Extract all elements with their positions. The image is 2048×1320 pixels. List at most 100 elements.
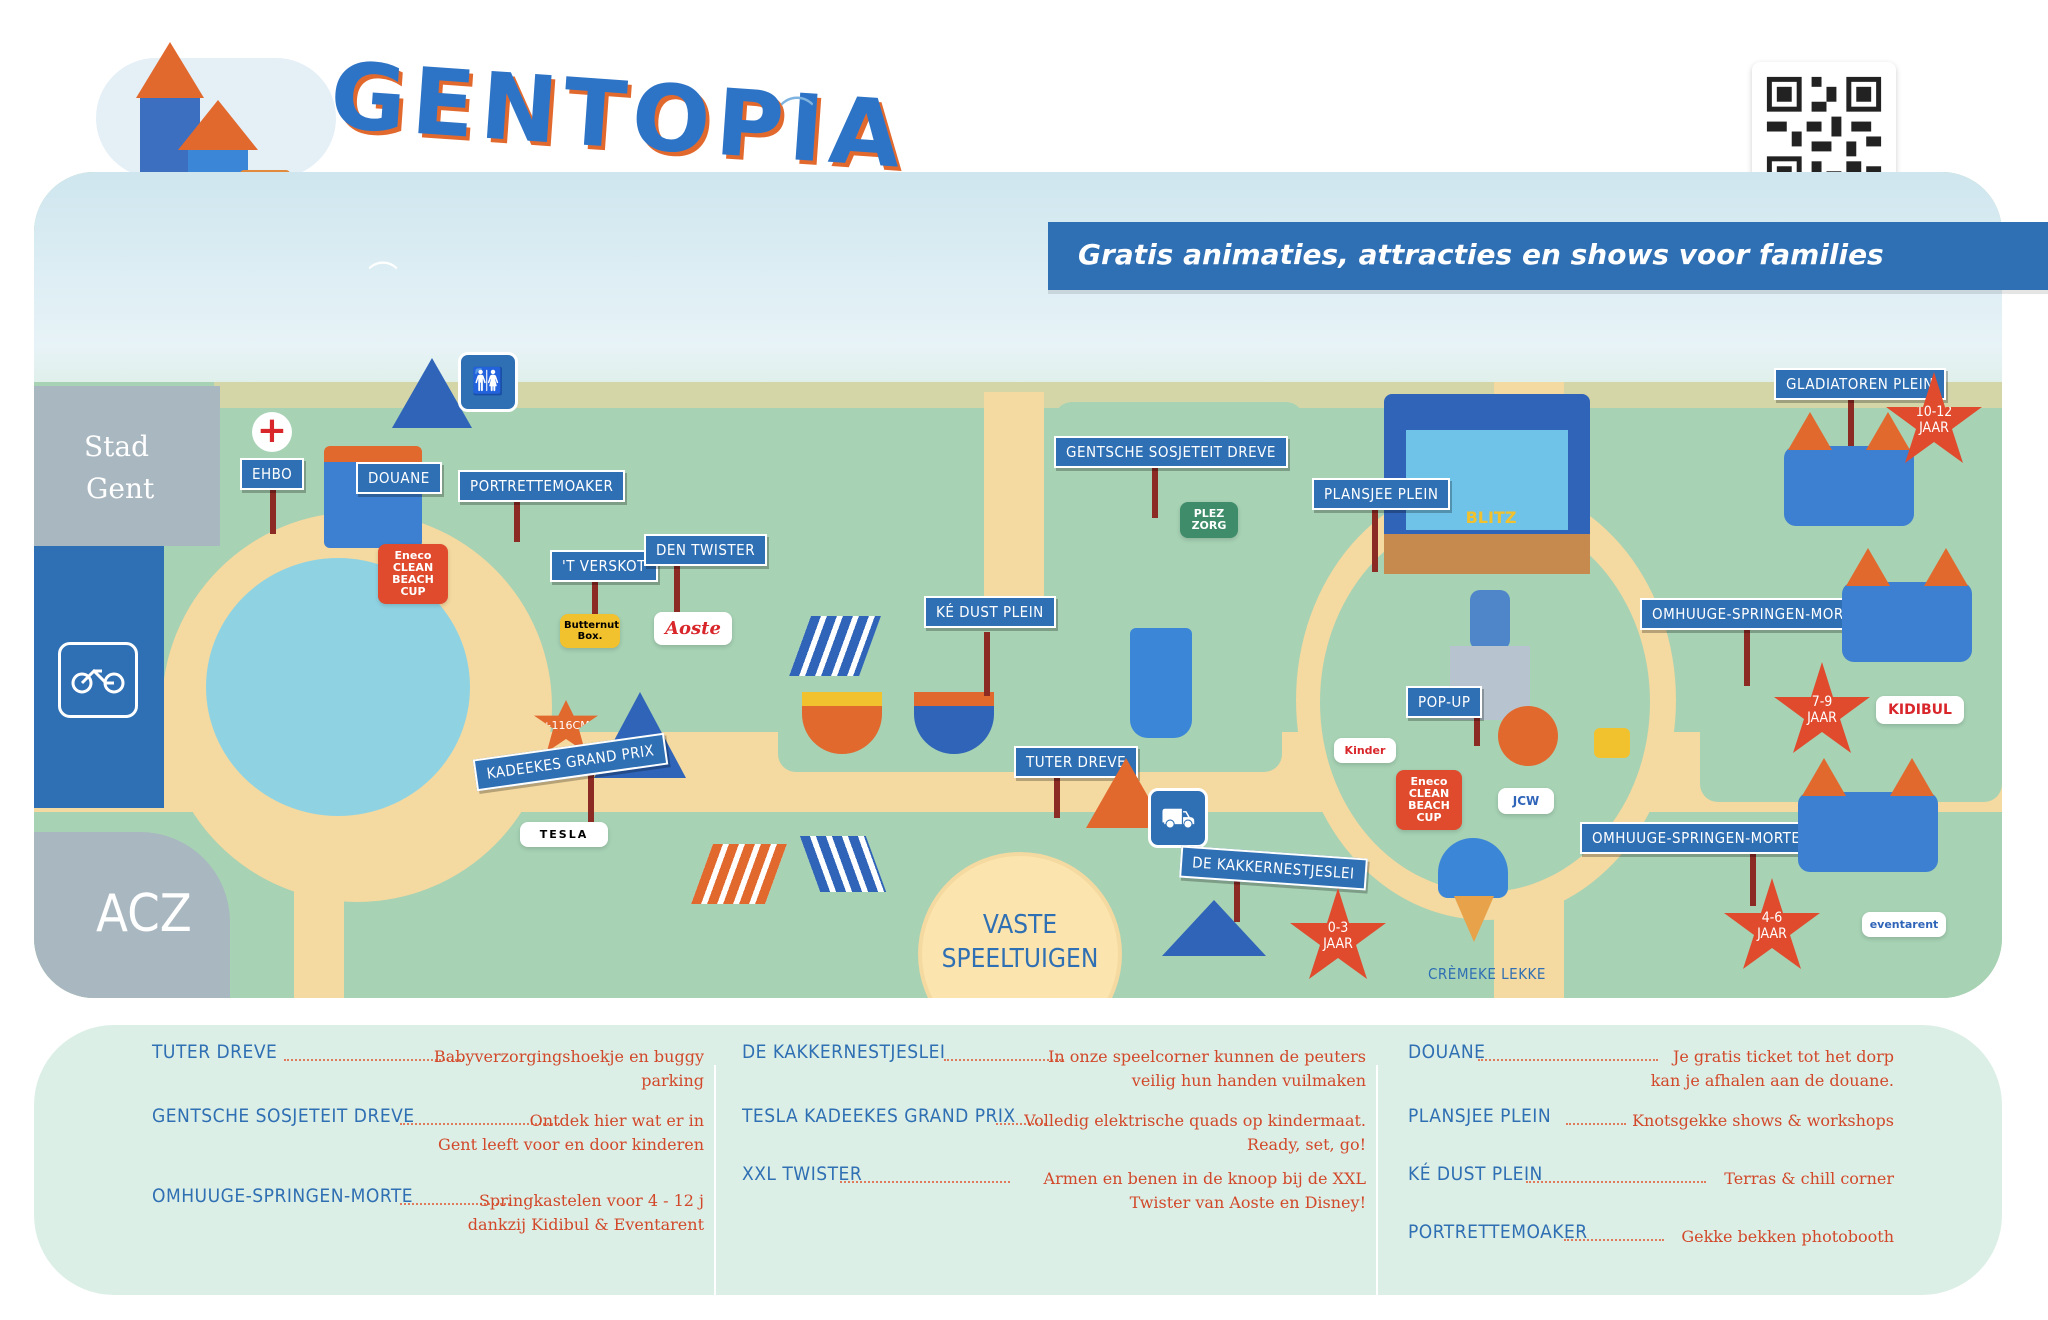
legend-desc: In onze speelcorner kunnen de peuters ve… (994, 1045, 1366, 1093)
legend-desc-line: Armen en benen in de knoop bij de XXL (1043, 1169, 1366, 1188)
age-unit: JAAR (1757, 926, 1787, 942)
legend-desc: Knotsgekke shows & workshops (1614, 1109, 1894, 1133)
sign-ehbo[interactable]: EHBO (240, 458, 305, 490)
age-unit: JAAR (1807, 710, 1837, 726)
eneco-clean-beach-cup-logo: Eneco CLEAN BEACH CUP (1396, 770, 1462, 830)
sign-omhuuge-2[interactable]: OMHUUGE-SPRINGEN-MORTE (1580, 822, 1813, 854)
butternut-box-logo: Butternut Box. (560, 614, 620, 648)
sign-post (1744, 626, 1750, 686)
age-range: 0-3 (1327, 920, 1349, 936)
zorg-label: ZORG (1191, 519, 1227, 532)
legend-desc: Ontdek hier wat er in Gent leeft voor en… (414, 1109, 704, 1157)
seagull-icon: ︵ (368, 240, 398, 275)
sign-ke-dust[interactable]: KÉ DUST PLEIN (924, 596, 1056, 628)
sign-post (1750, 846, 1756, 906)
vaste-speeltuigen-area[interactable]: VASTE SPEELTUIGEN (918, 852, 1122, 998)
legend-title: TUTER DREVE (152, 1041, 278, 1063)
tesla-logo: TESLA (520, 822, 608, 847)
sign-post (1848, 394, 1854, 454)
mascot-icon (1498, 706, 1558, 766)
age-range: 4-6 (1761, 910, 1783, 926)
screen-icon (1594, 728, 1630, 758)
legend-desc: Springkastelen voor 4 - 12 j dankzij Kid… (414, 1189, 704, 1237)
eneco-label: Eneco (1410, 775, 1448, 788)
sign-gentsche[interactable]: GENTSCHE SOSJETEIT DREVE (1054, 436, 1288, 468)
stad-gent-tab[interactable]: Stad Gent (34, 386, 220, 546)
legend-leader (400, 1203, 510, 1205)
acz-tab[interactable]: ACZ (34, 832, 230, 998)
toilets-icon[interactable]: 🚻 (458, 352, 518, 412)
box-label: Box. (577, 631, 603, 642)
legend-title: KÉ DUST PLEIN (1408, 1163, 1543, 1185)
legend-title: OMHUUGE-SPRINGEN-MORTE (152, 1185, 414, 1207)
sign-verskot[interactable]: 'T VERSKOT (550, 550, 658, 582)
legend-desc-line: Volledig elektrische quads op kindermaat… (1024, 1111, 1366, 1130)
legend-desc-line: Je gratis ticket tot het dorp (1672, 1047, 1894, 1066)
sky-backdrop (34, 172, 2002, 422)
age-range: 7-9 (1811, 694, 1833, 710)
tagline-text: Gratis animaties, attracties en shows vo… (1078, 238, 1884, 271)
stroller-icon[interactable]: ⛟ (1148, 788, 1208, 848)
bike-tab[interactable] (34, 546, 164, 808)
cup-label: CUP (400, 585, 426, 598)
logo-title: GENTOPIA (326, 41, 911, 190)
legend-desc-line: Gekke bekken photobooth (1681, 1227, 1894, 1246)
sign-douane[interactable]: DOUANE (356, 462, 442, 494)
vaste-label-2: SPEELTUIGEN (941, 944, 1099, 974)
legend-desc-line: Twister van Aoste en Disney! (1129, 1193, 1366, 1212)
sign-post (1152, 462, 1158, 518)
sign-post (1474, 702, 1480, 746)
bicycle-icon (58, 642, 138, 718)
seagull-icon: ︵ (780, 72, 814, 112)
sign-post (984, 632, 990, 696)
sign-plansjee[interactable]: PLANSJEE PLEIN (1312, 478, 1451, 510)
sign-omhuuge-1[interactable]: OMHUUGE-SPRINGEN-MORTE (1640, 598, 1873, 630)
sign-post (592, 576, 598, 616)
legend-panel: TUTER DREVE Babyverzorgingshoekje en bug… (34, 1025, 2002, 1295)
sign-portrettemoaker[interactable]: PORTRETTEMOAKER (458, 470, 626, 502)
kinder-logo: Kinder (1334, 738, 1396, 763)
kakkernest-tent-icon (1162, 900, 1266, 956)
plez-label: PLEZ (1193, 507, 1225, 520)
legend-leader (996, 1123, 1046, 1125)
legend-desc: Volledig elektrische quads op kindermaat… (994, 1109, 1366, 1157)
sign-cremeke[interactable]: CRÈMEKE LEKKE (1428, 965, 1546, 983)
sign-post (270, 472, 276, 534)
legend-title: DE KAKKERNESTJESLEI (742, 1041, 946, 1063)
nachos-bowl-icon (802, 692, 882, 754)
sign-gladiatoren[interactable]: GLADIATOREN PLEIN (1774, 368, 1946, 400)
legend-desc: Gekke bekken photobooth (1614, 1225, 1894, 1249)
legend-desc-line: veilig hun handen vuilmaken (1131, 1071, 1366, 1090)
sign-pop-up[interactable]: POP-UP (1406, 686, 1483, 718)
legend-desc-line: Springkastelen voor 4 - 12 j (478, 1191, 704, 1210)
beach-label: BEACH (1408, 799, 1450, 812)
butternut-label: Butternut (564, 620, 620, 631)
legend-leader (1478, 1059, 1658, 1061)
legend-desc-line: dankzij Kidibul & Eventarent (467, 1215, 704, 1234)
legend-title: XXL TWISTER (742, 1163, 863, 1185)
legend-desc-line: Babyverzorgingshoekje en buggy (433, 1047, 704, 1066)
legend-leader (1526, 1181, 1706, 1183)
legend-title: GENTSCHE SOSJETEIT DREVE (152, 1105, 415, 1127)
sign-den-twister[interactable]: DEN TWISTER (644, 534, 768, 566)
legend-desc-line: Ready, set, go! (1247, 1135, 1366, 1154)
legend-desc-line: kan je afhalen aan de douane. (1650, 1071, 1894, 1090)
legend-desc-line: In onze speelcorner kunnen de peuters (1048, 1047, 1366, 1066)
legend-desc: Je gratis ticket tot het dorp kan je afh… (1614, 1045, 1894, 1093)
legend-title: PORTRETTEMOAKER (1408, 1221, 1588, 1243)
beach-label: BEACH (392, 573, 434, 586)
tagline-banner: Gratis animaties, attracties en shows vo… (1048, 222, 2048, 290)
eneco-clean-beach-cup-logo: Eneco CLEAN BEACH CUP (378, 544, 448, 604)
clean-label: CLEAN (392, 561, 434, 574)
ice-cream-cone-icon (1454, 896, 1494, 942)
legend-desc-line: Gent leeft voor en door kinderen (438, 1135, 704, 1154)
legend-desc-line: Ontdek hier wat er in (529, 1111, 704, 1130)
sign-post (1054, 772, 1060, 818)
vaste-label-1: VASTE (982, 910, 1058, 940)
bouncy-castle-icon (1784, 412, 1914, 526)
first-aid-icon: + (252, 412, 292, 452)
aoste-logo: Aoste (654, 612, 732, 645)
legend-leader (944, 1059, 1064, 1061)
legend-desc-line: parking (641, 1071, 704, 1090)
legend-leader (840, 1181, 1010, 1183)
